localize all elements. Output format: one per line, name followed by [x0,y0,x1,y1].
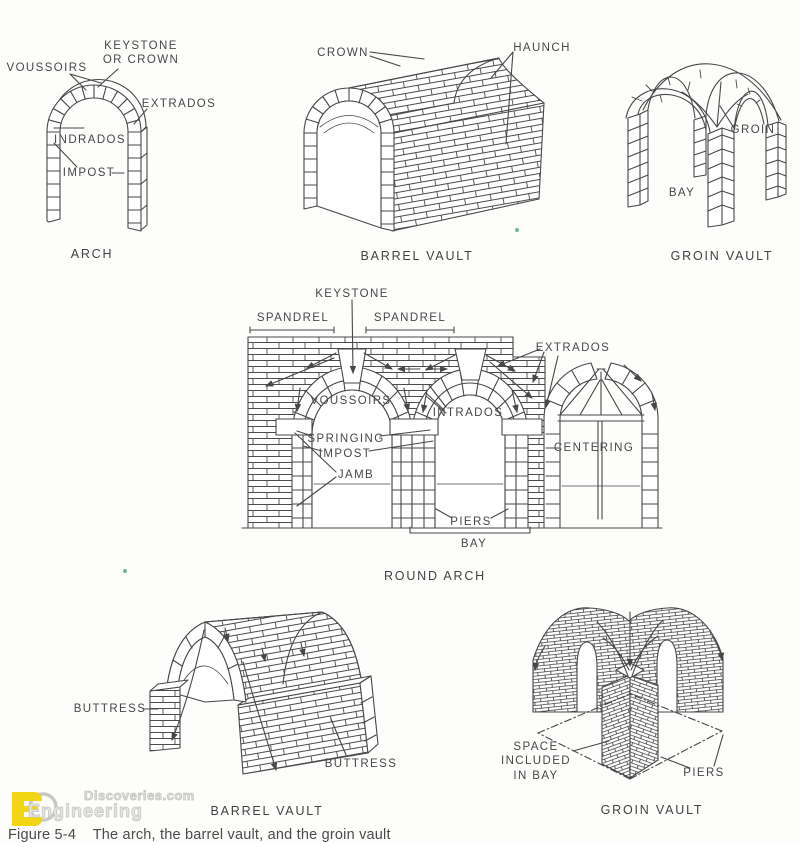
watermark-brand-text: Engineering [28,801,144,822]
arch-voussoir-joints [48,84,140,124]
bl-voussoir-joints [172,621,239,670]
barrel-front-right-leg [380,132,395,232]
keystone2 [454,348,487,381]
barrel-voussoir-joints [305,87,393,124]
arch-drawing [46,68,148,232]
br-thrust-arrows [532,635,725,672]
label-buttress-left: BUTTRESS [73,703,147,715]
thrust-arrows [264,352,658,414]
barrel-vault-bottom-drawing [142,611,379,775]
extrados-leaders [496,348,559,409]
br-leaders [572,734,724,769]
arch3-voussoir-joints [546,370,656,407]
label-springing: SPRINGING [307,433,385,445]
label-piers-round-arch: PIERS [450,516,492,528]
barrel-opening [316,100,382,229]
br-groin-lines [596,619,664,677]
caption-round-arch: ROUND ARCH [383,569,487,583]
label-voussoirs-round-arch: VOUSSOIRS [310,395,392,407]
label-extrados-arch: EXTRADOS [141,98,217,110]
round-arch-drawing [241,299,663,534]
label-jamb: JAMB [337,469,375,481]
watermark-logo-icon [12,792,58,826]
pier-courses [291,447,529,519]
groin-leader [719,105,735,129]
bl-leaders [142,708,347,756]
barrel-leaders [369,51,514,145]
br-left-opening [576,641,598,713]
groin-web-joints [631,69,761,107]
arch-right-leg [127,131,142,232]
groin-vault-bottom-drawing [532,607,725,780]
barrel-vault-top-drawing [303,51,545,232]
br-pier-right-face [629,674,659,779]
arch3-leg-courses [545,433,659,519]
label-space-included-in-bay: SPACE INCLUDED IN BAY [501,741,571,782]
groin-front-arches [625,88,769,133]
br-pier-top-diamond [615,662,645,679]
label-spandrel-left: SPANDREL [256,312,330,324]
groin-vault-top-drawing [625,63,787,228]
label-spandrel-right: SPANDREL [373,312,447,324]
label-keystone-round-arch: KEYSTONE [315,288,389,300]
br-pier-left-face [601,674,631,779]
groin-leg-courses [627,122,787,212]
bl-left-buttress-top [149,679,189,692]
caption-barrel-vault-top: BARREL VAULT [360,249,474,263]
label-haunch: HAUNCH [513,42,571,54]
arch2-voussoir-joints [415,369,525,422]
label-voussoirs-arch: VOUSSOIRS [6,62,88,74]
caption-arch: ARCH [70,247,114,261]
green-artifact-dot [123,569,127,573]
logo-e-icon [12,792,42,826]
bl-buttress-wall-end [359,675,379,754]
label-bay-round-arch: BAY [460,538,488,550]
watermark-site-text: Discoveries.com [84,788,195,804]
bl-left-buttress [149,686,181,752]
centering-truss [557,368,645,520]
label-indrados-arch: INDRADOS [54,134,126,146]
label-buttress-right: BUTTRESS [324,758,398,770]
label-bay-groin-top: BAY [668,187,696,199]
groin-left-leg [627,109,649,208]
impost-blocks [275,418,543,436]
groin-back-leg [693,115,707,178]
label-piers-groin: PIERS [683,767,725,779]
caption-groin-vault-bottom: GROIN VAULT [600,803,704,817]
label-impost-round-arch: IMPOST [318,448,372,460]
text-leaders [294,384,509,519]
label-centering: CENTERING [553,442,635,454]
barrel-interior-arcs [319,115,379,134]
br-right-opening [656,639,678,713]
keystone-leader [349,299,357,375]
figure-caption: Figure 5-4 The arch, the barrel vault, a… [8,827,391,843]
bl-wall-end-courses [360,696,377,742]
arch-left-leg [46,131,61,223]
arch-leaders [53,68,148,174]
bl-roof-edges [204,611,364,693]
bl-interior-arc [183,665,229,685]
label-keystone-or-crown: KEYSTONE OR CROWN [102,40,180,67]
arch-leg-courses [46,144,148,224]
label-crown: CROWN [317,47,369,59]
bl-thrust-arrows [171,627,306,772]
spandrel-brackets [249,326,455,334]
groin-crest [642,63,782,122]
label-groin: GROIN [730,124,776,136]
caption-barrel-vault-bottom: BARREL VAULT [210,804,324,818]
groin-web-fan [681,81,749,128]
label-extrados-round-arch: EXTRADOS [535,342,611,354]
barrel-leg-courses [303,145,395,225]
label-intrados: INTRADOS [432,407,504,419]
green-artifact-dot [515,228,519,232]
label-impost-arch: IMPOST [62,167,116,179]
caption-groin-vault-top: GROIN VAULT [670,249,774,263]
